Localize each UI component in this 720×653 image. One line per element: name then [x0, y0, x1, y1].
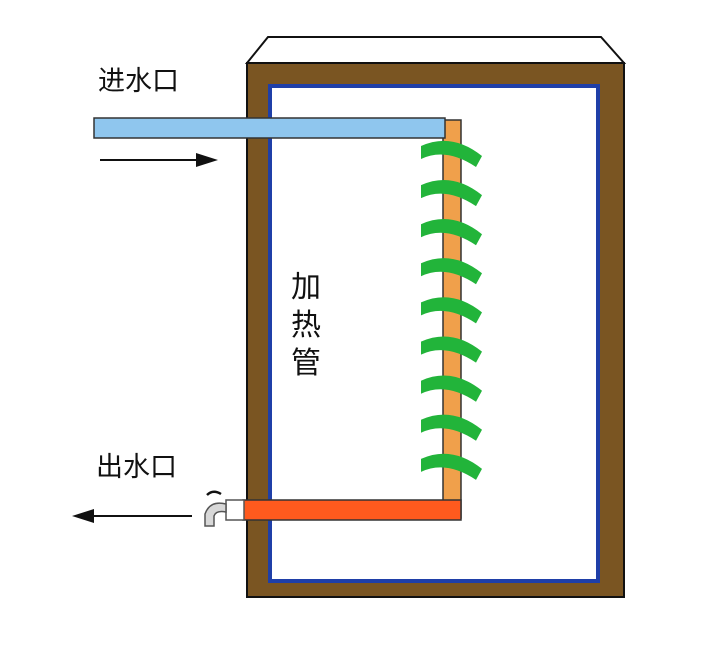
outlet-label: 出水口 — [96, 452, 177, 483]
coil-turn — [421, 336, 482, 363]
faucet-icon — [204, 490, 245, 527]
coil-turn — [421, 179, 482, 207]
coil-turn — [421, 414, 482, 441]
inlet-pipe — [93, 117, 446, 139]
tank-top-lid — [244, 36, 627, 64]
heater-label-char-2: 热 — [291, 308, 321, 343]
heating-coil — [421, 140, 482, 480]
coil-turn — [421, 375, 482, 402]
coil-turn — [421, 219, 482, 246]
coil-turn — [421, 140, 482, 167]
arrow-right-icon — [100, 153, 218, 167]
coil-turn — [421, 297, 482, 324]
tank-inner-chamber — [268, 84, 600, 583]
inlet-label: 进水口 — [98, 66, 179, 97]
outlet-pipe — [242, 499, 462, 521]
heater-label-char-1: 加 — [291, 270, 321, 305]
coil-turn — [421, 453, 482, 480]
arrow-left-icon — [72, 509, 192, 523]
coil-turn — [421, 258, 482, 285]
heater-label-char-3: 管 — [291, 346, 321, 381]
